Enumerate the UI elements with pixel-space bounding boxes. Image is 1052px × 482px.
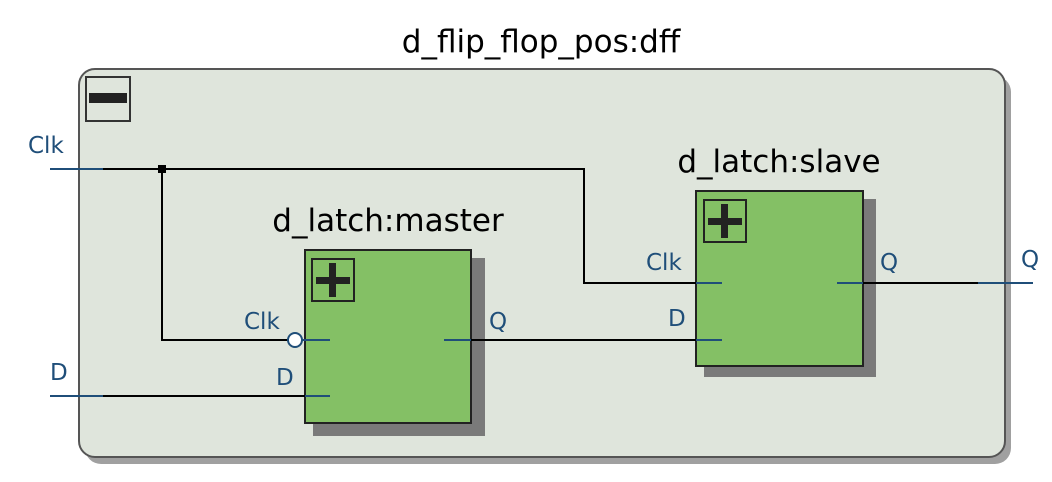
master-clk-inversion-bubble [287, 332, 303, 348]
d-input-label: D [50, 360, 68, 386]
master-d-label: D [276, 365, 294, 391]
master-title: d_latch:master [272, 203, 504, 239]
plus-icon-vertical [329, 263, 336, 297]
clk-wire-to-master [161, 169, 288, 341]
plus-icon-vertical [721, 204, 728, 238]
slave-d-label: D [668, 306, 686, 332]
clk-input-label: Clk [28, 133, 64, 159]
slave-clk-label: Clk [646, 250, 682, 276]
slave-expand-button[interactable] [703, 199, 747, 243]
clk-wire-to-slave [103, 168, 696, 284]
slave-q-label: Q [880, 250, 898, 276]
master-expand-button[interactable] [311, 258, 355, 302]
minus-icon [89, 93, 127, 103]
wire-junction [158, 165, 166, 173]
master-clk-label: Clk [244, 309, 280, 335]
module-title: d_flip_flop_pos:dff [402, 24, 681, 60]
q-output-label: Q [1021, 247, 1039, 273]
module-collapse-button[interactable] [85, 76, 131, 122]
slave-title: d_latch:slave [677, 144, 880, 180]
master-q-label: Q [489, 309, 507, 335]
